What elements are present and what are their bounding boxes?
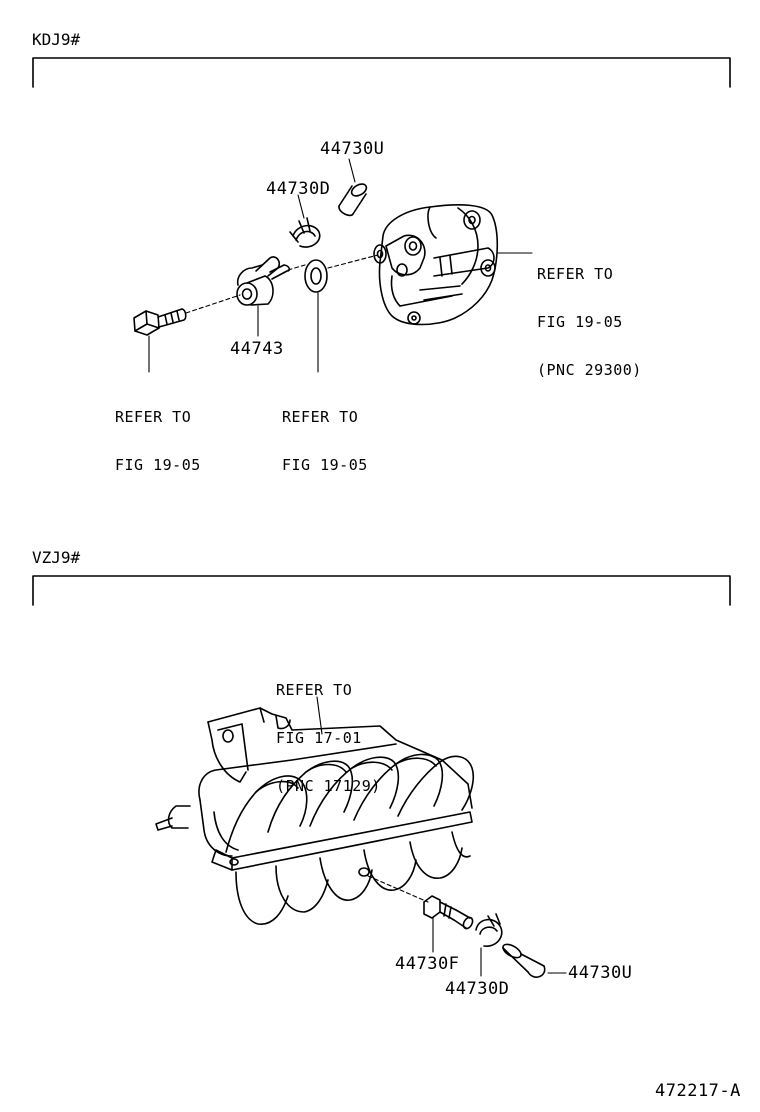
- ref-line: REFER TO: [115, 408, 192, 426]
- bolt-part[interactable]: [134, 309, 186, 335]
- gasket-part[interactable]: [305, 260, 327, 292]
- part-number-clamp-bottom[interactable]: 44730D: [445, 979, 510, 999]
- bolt-dashed-line: [186, 295, 240, 313]
- vacuum-pump-part[interactable]: [374, 205, 497, 325]
- figure-id: 472217-A: [655, 1081, 741, 1101]
- section-frame-kdj9: [33, 58, 730, 87]
- ref-line: FIG 17-01: [276, 729, 362, 747]
- part-number-union[interactable]: 44743: [230, 339, 284, 359]
- intake-manifold-part[interactable]: [156, 708, 473, 924]
- ref-label-vacuum-pump: REFER TO FIG 19-05 (PNC 29300): [537, 234, 642, 394]
- ref-line: FIG 19-05: [537, 313, 623, 331]
- ref-line: REFER TO: [282, 408, 359, 426]
- ref-line: FIG 19-05: [282, 456, 368, 474]
- part-number-hose-top[interactable]: 44730U: [320, 139, 385, 159]
- part-number-clamp-top[interactable]: 44730D: [266, 179, 331, 199]
- ref-line: (PNC 17129): [276, 777, 381, 795]
- part-number-fitting[interactable]: 44730F: [395, 954, 460, 974]
- pump-dashed-line: [328, 255, 378, 268]
- ref-line: FIG 19-05: [115, 456, 201, 474]
- manifold-leader-line: [317, 697, 322, 734]
- vacuum-fitting-part[interactable]: [424, 896, 474, 930]
- ref-label-gasket: REFER TO FIG 19-05: [282, 377, 368, 489]
- ref-line: (PNC 29300): [537, 361, 642, 379]
- union-dashed-line: [288, 265, 305, 270]
- ref-label-manifold: REFER TO FIG 17-01 (PNC 17129): [276, 650, 381, 810]
- hose-clamp-part-bottom[interactable]: [476, 914, 502, 946]
- ref-label-bolt: REFER TO FIG 19-05: [115, 377, 201, 489]
- hose-leader-line-top: [349, 159, 355, 182]
- part-number-hose-bottom[interactable]: 44730U: [568, 963, 633, 983]
- hose-part-bottom[interactable]: [501, 942, 545, 977]
- ref-line: REFER TO: [276, 681, 353, 699]
- union-fitting-part[interactable]: [237, 257, 289, 305]
- hose-part-top[interactable]: [339, 182, 368, 216]
- section-code-vzj9: VZJ9#: [32, 548, 81, 567]
- clamp-leader-line-top: [298, 195, 304, 218]
- hose-clamp-part-top[interactable]: [290, 218, 320, 247]
- section-frame-vzj9: [33, 576, 730, 605]
- ref-line: REFER TO: [537, 265, 614, 283]
- manifold-dashed-line: [368, 876, 428, 902]
- section-code-kdj9: KDJ9#: [32, 30, 81, 49]
